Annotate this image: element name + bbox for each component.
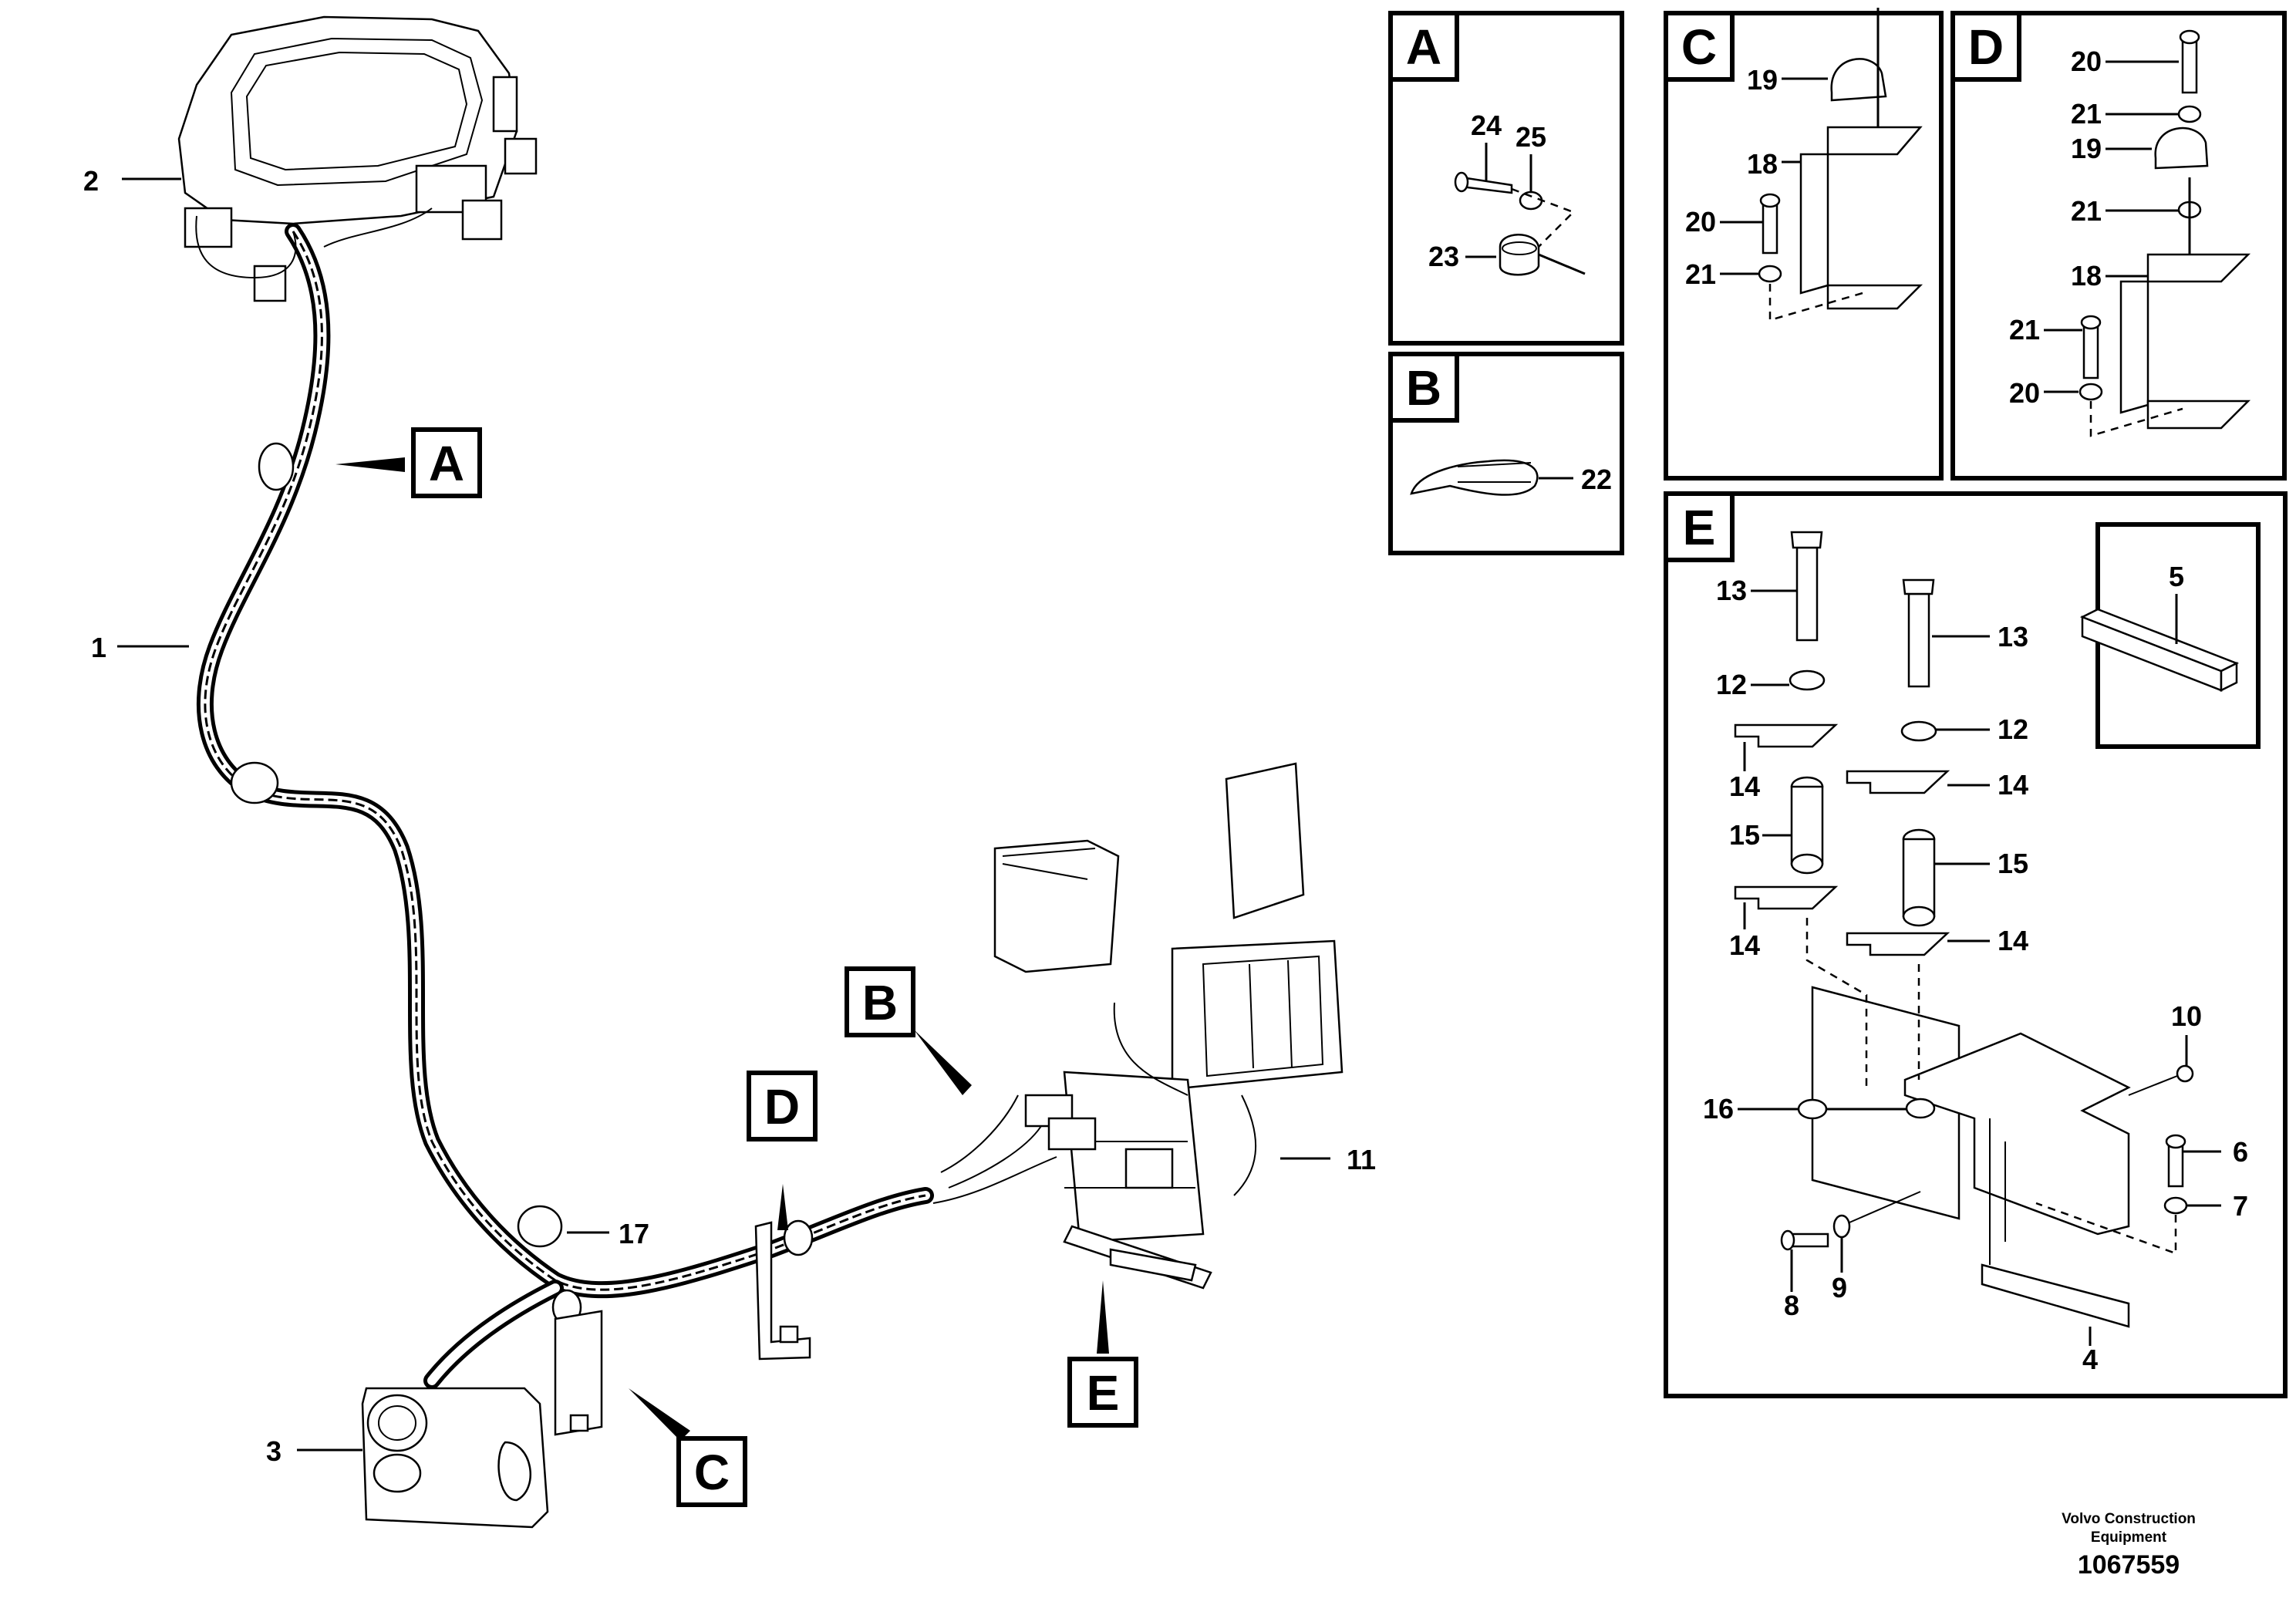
control-unit-assembly	[932, 762, 1344, 1290]
bracket-d	[754, 1221, 811, 1361]
svg-text:8: 8	[1784, 1290, 1799, 1321]
svg-text:21: 21	[2071, 98, 2102, 130]
svg-text:14: 14	[1729, 771, 1760, 802]
main-callouts: 2 1 3 11 17	[83, 165, 1376, 1467]
svg-text:19: 19	[2071, 133, 2102, 164]
svg-text:13: 13	[1716, 575, 1747, 606]
company-name-line2: Equipment	[2091, 1529, 2167, 1546]
svg-text:16: 16	[1703, 1093, 1734, 1125]
svg-text:15: 15	[1998, 848, 2028, 879]
connector-bracket	[361, 1310, 603, 1529]
svg-text:20: 20	[2071, 46, 2102, 77]
drawing-number: 1067559	[2078, 1550, 2180, 1580]
svg-text:C: C	[1681, 19, 1717, 75]
svg-text:14: 14	[1998, 769, 2028, 801]
svg-text:A: A	[1406, 19, 1441, 75]
svg-text:25: 25	[1515, 121, 1546, 153]
svg-text:21: 21	[1685, 258, 1716, 290]
svg-text:23: 23	[1428, 241, 1459, 272]
letter-box-d: D	[764, 1079, 800, 1135]
detail-e: E 5	[1664, 491, 2288, 1398]
svg-text:9: 9	[1832, 1272, 1847, 1303]
svg-text:5: 5	[2169, 561, 2184, 592]
detail-a: A 24 25 23	[1388, 11, 1624, 346]
letter-box-e: E	[1087, 1365, 1120, 1421]
letter-box-a: A	[429, 436, 464, 491]
callout-1: 1	[91, 632, 106, 663]
detail-c: C 19 18 20 21	[1664, 8, 1944, 481]
main-harness	[195, 207, 934, 1389]
svg-text:12: 12	[1998, 713, 2028, 745]
svg-text:B: B	[1406, 360, 1441, 416]
footer: Volvo Construction Equipment 1067559	[2062, 1511, 2196, 1580]
main-leaders	[117, 177, 1330, 1452]
svg-text:12: 12	[1716, 669, 1747, 700]
svg-text:14: 14	[1998, 925, 2028, 956]
svg-text:14: 14	[1729, 929, 1760, 961]
callout-2: 2	[83, 165, 99, 197]
callout-11: 11	[1347, 1144, 1376, 1175]
svg-text:20: 20	[1685, 206, 1716, 238]
company-name-line1: Volvo Construction	[2062, 1511, 2196, 1527]
svg-text:21: 21	[2071, 195, 2102, 227]
svg-text:7: 7	[2233, 1190, 2248, 1222]
svg-text:15: 15	[1729, 819, 1760, 851]
svg-text:18: 18	[2071, 260, 2102, 292]
svg-text:D: D	[1968, 19, 2004, 75]
letter-box-b: B	[862, 975, 898, 1030]
svg-text:E: E	[1683, 500, 1716, 555]
svg-text:18: 18	[1747, 148, 1778, 180]
svg-text:21: 21	[2009, 314, 2040, 346]
instrument-cluster	[177, 15, 538, 302]
callout-3: 3	[266, 1435, 282, 1467]
svg-text:24: 24	[1471, 110, 1502, 141]
svg-text:20: 20	[2009, 377, 2040, 409]
callout-17: 17	[619, 1218, 649, 1249]
svg-text:10: 10	[2171, 1000, 2202, 1032]
svg-text:19: 19	[1747, 64, 1778, 96]
letter-boxes: A B D E C	[411, 427, 1138, 1507]
detail-d: D 20 21 19 21 18 21 20	[1950, 11, 2287, 481]
svg-text:4: 4	[2082, 1344, 2098, 1375]
detail-b: B 22	[1388, 352, 1624, 555]
letter-box-c: C	[694, 1445, 730, 1500]
svg-text:6: 6	[2233, 1136, 2248, 1168]
svg-text:13: 13	[1998, 621, 2028, 653]
svg-text:22: 22	[1581, 464, 1612, 495]
